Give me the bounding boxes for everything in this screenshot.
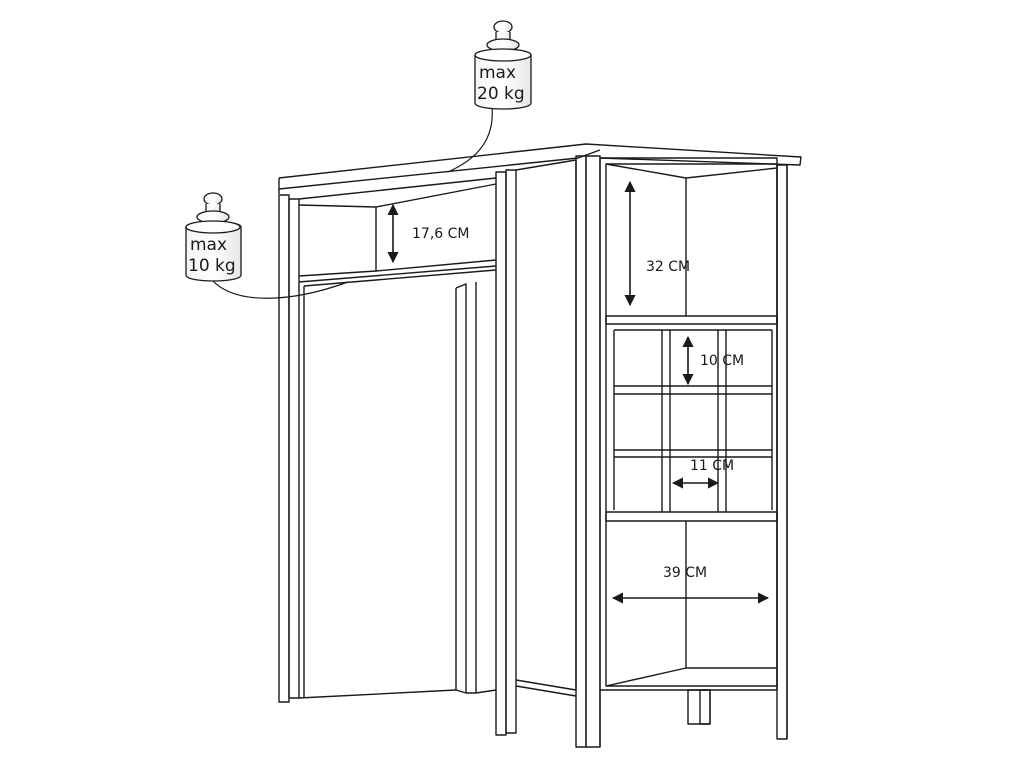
rack-width-label: 11 CM	[690, 458, 734, 474]
bottle-rack	[605, 329, 778, 522]
cabinet-right-leg	[776, 164, 788, 740]
lower-compartment	[605, 521, 777, 687]
cabinet-left-leg	[575, 155, 601, 748]
dimension-labels: 17,6 CM 32 CM 10 CM 11 CM 39 CM	[412, 226, 744, 581]
furniture-outline	[278, 143, 802, 748]
shelf-weight-line2: 10 kg	[188, 256, 236, 276]
desk-inner-back	[298, 282, 497, 699]
lower-width-label: 39 CM	[663, 565, 707, 581]
shelf-weight-line1: max	[190, 235, 227, 255]
top-weight-leader	[447, 107, 493, 173]
desk-right-leg	[495, 169, 517, 736]
rack-height-label: 10 CM	[700, 353, 744, 369]
upper-compartment	[605, 163, 778, 325]
top-weight-line1: max	[479, 63, 516, 83]
side-panel	[515, 159, 577, 697]
desk-top	[278, 143, 802, 194]
upper-height-label: 32 CM	[646, 259, 690, 275]
top-weight-line2: 20 kg	[477, 84, 525, 104]
cabinet-bottom-legs	[599, 689, 711, 747]
desk-shelf	[298, 177, 497, 287]
cabinet-frame	[599, 157, 778, 691]
desk-left-leg	[278, 194, 300, 703]
top-weight-icon: max 20 kg	[474, 20, 532, 110]
shelf-height-label: 17,6 CM	[412, 226, 469, 242]
shelf-weight-leader	[211, 279, 349, 299]
weight-leaders	[211, 107, 493, 299]
dimension-arrows	[387, 180, 770, 604]
shelf-weight-icon: max 10 kg	[185, 192, 242, 282]
